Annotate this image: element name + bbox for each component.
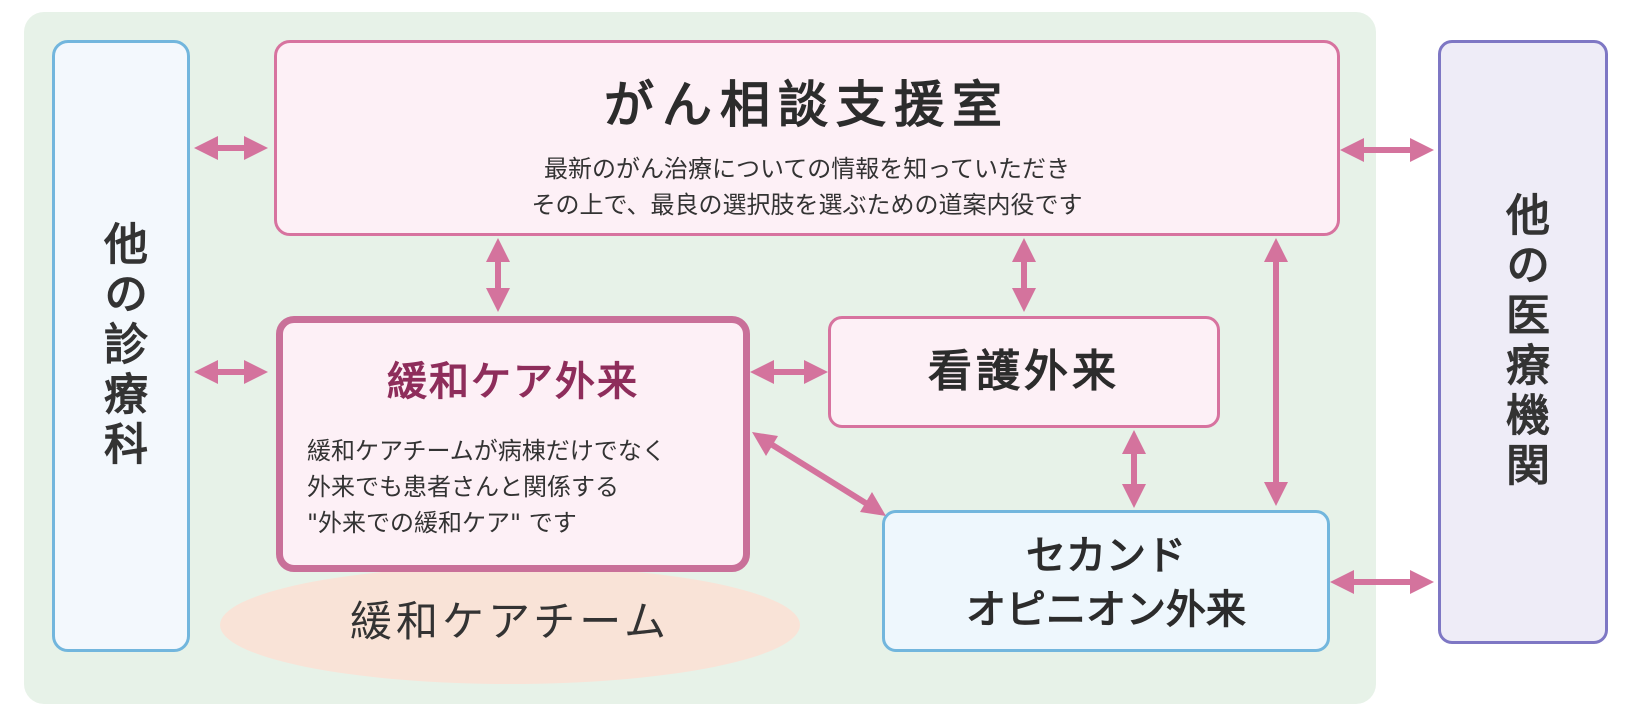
palliative-care-line-2: 外来でも患者さんと関係する bbox=[307, 473, 619, 501]
other-departments-box: 他の診療科 bbox=[52, 40, 190, 652]
other-institutions-box: 他の医療機関 bbox=[1438, 40, 1608, 644]
arrow-second-right bbox=[1330, 570, 1434, 594]
palliative-care-title: 緩和ケア外来 bbox=[387, 359, 639, 405]
palliative-care-description: 緩和ケアチームが病棟だけでなく 外来でも患者さんと関係する "外来での緩和ケア"… bbox=[307, 433, 743, 541]
cancer-consultation-line-1: 最新のがん治療についての情報を知っていただき bbox=[543, 155, 1071, 183]
arrow-left-palliative bbox=[194, 360, 268, 384]
arrow-palliative-second bbox=[752, 432, 886, 516]
other-departments-label: 他の診療科 bbox=[96, 221, 147, 471]
palliative-team-label: 緩和ケアチーム bbox=[350, 597, 670, 646]
other-institutions-label: 他の医療機関 bbox=[1498, 192, 1549, 492]
palliative-care-line-1: 緩和ケアチームが病棟だけでなく bbox=[307, 437, 666, 465]
second-opinion-box: セカンド オピニオン外来 bbox=[882, 510, 1330, 652]
arrow-top-nursing bbox=[1012, 238, 1036, 312]
cancer-consultation-description: 最新のがん治療についての情報を知っていただき その上で、最良の選択肢を選ぶための… bbox=[277, 151, 1337, 223]
arrow-palliative-nursing bbox=[750, 360, 828, 384]
arrow-top-second bbox=[1264, 238, 1288, 506]
cancer-consultation-title: がん相談支援室 bbox=[604, 76, 1010, 134]
palliative-care-outpatient-box: 緩和ケア外来 緩和ケアチームが病棟だけでなく 外来でも患者さんと関係する "外来… bbox=[276, 316, 750, 572]
cancer-consultation-box: がん相談支援室 最新のがん治療についての情報を知っていただき その上で、最良の選… bbox=[274, 40, 1340, 236]
palliative-care-line-3: "外来での緩和ケア" です bbox=[307, 509, 577, 537]
nursing-outpatient-box: 看護外来 bbox=[828, 316, 1220, 428]
palliative-team-ellipse bbox=[220, 566, 800, 684]
arrow-left-top bbox=[194, 136, 268, 160]
cancer-consultation-line-2: その上で、最良の選択肢を選ぶための道案内役です bbox=[531, 191, 1083, 219]
second-opinion-line-1: セカンド bbox=[1026, 533, 1186, 579]
arrow-nursing-second bbox=[1122, 430, 1146, 508]
second-opinion-line-2: オピニオン外来 bbox=[966, 587, 1246, 633]
arrow-top-right bbox=[1340, 138, 1434, 162]
arrow-top-palliative bbox=[486, 238, 510, 312]
